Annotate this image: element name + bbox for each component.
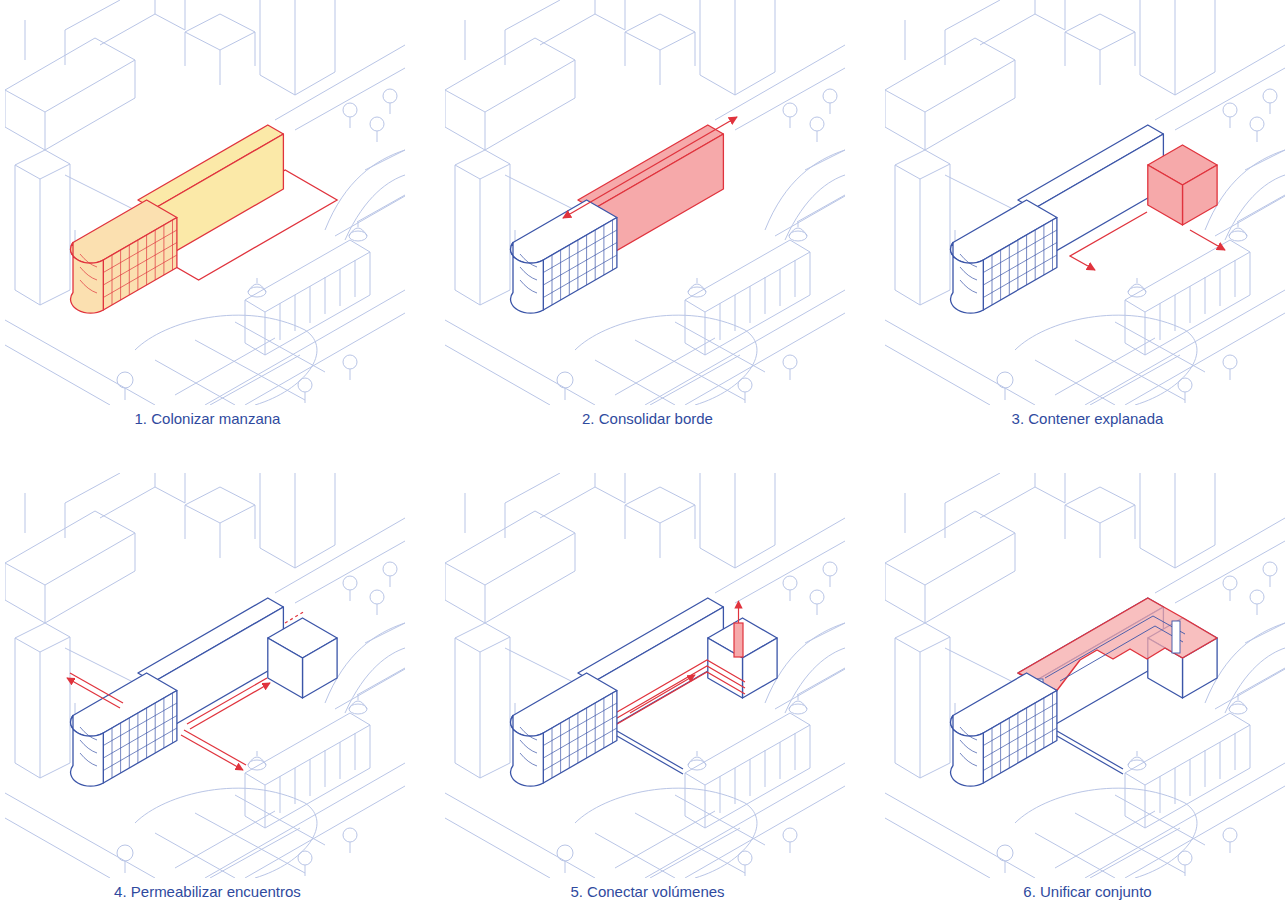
end-volume [1148, 145, 1217, 225]
panel-illustration [5, 473, 410, 878]
guide-line [1147, 212, 1185, 252]
corner-building [951, 673, 1057, 786]
panel-caption: 4. Permeabilizar encuentros [5, 882, 410, 902]
corner-building [511, 673, 617, 786]
bridge [1057, 731, 1123, 774]
panel-illustration [5, 0, 410, 405]
panel-illustration [445, 0, 850, 405]
corner-building [71, 200, 177, 313]
panel-illustration [885, 473, 1288, 878]
urban-context [445, 473, 845, 878]
urban-context [5, 473, 405, 878]
panel-illustration [445, 473, 850, 878]
panel-caption: 1. Colonizar manzana [5, 409, 410, 429]
passage-arrows [67, 611, 305, 770]
urban-context [885, 0, 1285, 405]
end-volume [268, 618, 337, 698]
bridge [617, 731, 683, 774]
panel-illustration [885, 0, 1288, 405]
esplanade-arrow [1070, 212, 1147, 270]
connection-lines [605, 660, 745, 731]
roof-lines [1035, 616, 1185, 701]
panel-caption: 2. Consolidar borde [445, 409, 850, 429]
panel-caption: 6. Unificar conjunto [885, 882, 1288, 902]
esplanade-arrow [1190, 230, 1225, 250]
edge-arrow [563, 117, 737, 218]
urban-context [445, 0, 845, 405]
urban-context [5, 0, 405, 405]
panel-caption: 3. Contener explanada [885, 409, 1288, 429]
panel-caption: 5. Conectar volúmenes [445, 882, 850, 902]
corner-building [951, 200, 1057, 313]
urban-context [885, 473, 1285, 878]
core-arrows [600, 601, 739, 705]
unified-roof [1018, 598, 1217, 691]
corner-building [71, 673, 177, 786]
